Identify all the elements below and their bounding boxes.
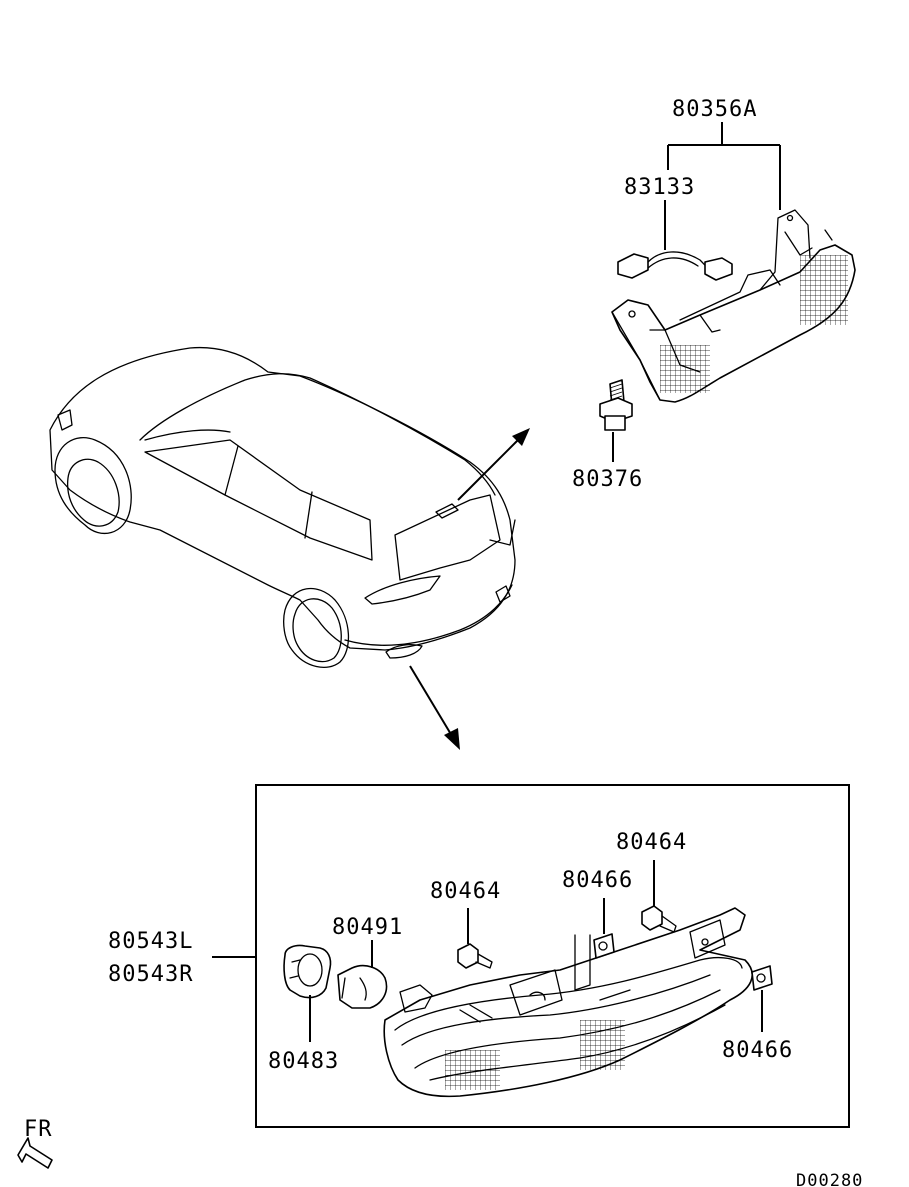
- screw-right: [641, 860, 677, 933]
- bulb: [337, 940, 388, 1009]
- label-80491: 80491: [332, 915, 403, 940]
- label-80464-right: 80464: [616, 830, 687, 855]
- high-mount-stop-lamp: [611, 209, 856, 403]
- screw-left: [457, 908, 493, 969]
- label-80376: 80376: [572, 467, 643, 492]
- label-80543L: 80543L: [108, 929, 193, 954]
- arrow-to-upper-lamp: [457, 428, 530, 501]
- label-80356A: 80356A: [672, 97, 757, 122]
- nut-upper: [593, 898, 615, 959]
- label-80543R: 80543R: [108, 962, 193, 987]
- label-80466-upper: 80466: [562, 868, 633, 893]
- bolt-upper: [599, 379, 633, 462]
- label-80466-lower: 80466: [722, 1038, 793, 1063]
- nut-lower: [751, 965, 773, 1032]
- arrow-to-fog-lamp: [409, 665, 460, 750]
- label-fr: FR: [24, 1117, 53, 1142]
- socket: [283, 944, 332, 1042]
- label-80464-left: 80464: [430, 879, 501, 904]
- rear-fog-lamp: [383, 907, 753, 1098]
- label-80483: 80483: [268, 1049, 339, 1074]
- label-83133: 83133: [624, 175, 695, 200]
- front-direction-arrow-icon: [17, 1137, 53, 1169]
- leader-80356A: [667, 122, 781, 210]
- vehicle-drawing: [49, 346, 516, 668]
- diagram-id: D00280: [796, 1171, 863, 1187]
- harness: [617, 251, 733, 281]
